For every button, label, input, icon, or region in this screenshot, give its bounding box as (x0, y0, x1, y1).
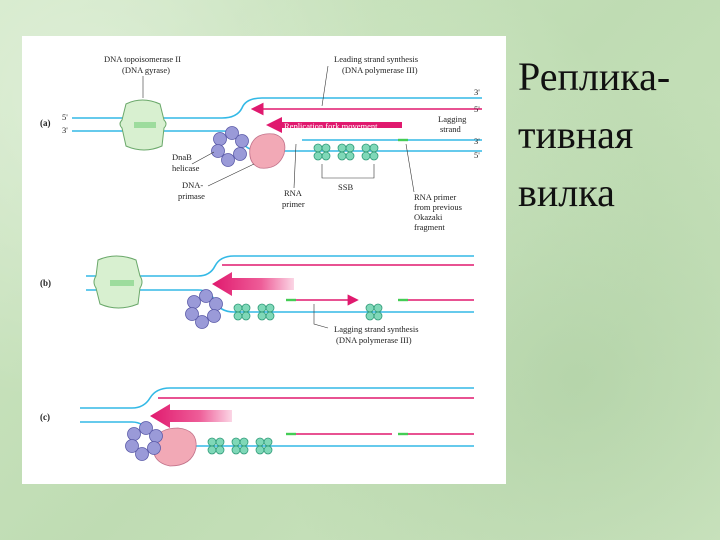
dnab-helicase (211, 126, 249, 167)
leading-synthesis-label-1: Leading strand synthesis (334, 54, 418, 64)
lagging-label-2: strand (440, 124, 462, 134)
prev-primer-leader (405, 143, 415, 193)
replication-fork-figure: (a) 5' 3' Replication fork movement (22, 36, 506, 484)
prev-primer-label-3: Okazaki (414, 212, 443, 222)
fork-movement-arrow-c (150, 404, 232, 428)
dnab-leader (191, 151, 215, 165)
end-label-5-prime: 5' (62, 112, 68, 122)
ssb-bracket (321, 164, 375, 179)
slide-title: Реплика- тивная вилка (518, 48, 713, 222)
slide-title-line-3: вилка (518, 170, 615, 215)
dnab-helicase-c (125, 421, 163, 461)
dnab-helicase-b (185, 289, 223, 329)
panel-c-label: (c) (40, 412, 50, 422)
end-label-a-2: 5' (474, 104, 480, 114)
topoisomerase-label-1: DNA topoisomerase II (104, 54, 181, 64)
slide-title-line-2: тивная (518, 112, 634, 157)
fork-movement-arrow-b (212, 272, 294, 296)
lagging-synthesis-label-1: Lagging strand synthesis (334, 324, 419, 334)
ssb-label: SSB (338, 182, 353, 192)
prev-primer-label-2: from previous (414, 202, 462, 212)
panel-b: (b) (40, 255, 474, 345)
slide-title-line-1: Реплика- (518, 54, 671, 99)
end-label-a-3: 3' (474, 136, 480, 146)
dnab-label-2: helicase (172, 163, 200, 173)
panel-a: (a) 5' 3' Replication fork movement (40, 54, 482, 232)
panel-b-label: (b) (40, 278, 51, 288)
leading-template-strand-b (197, 255, 474, 277)
dna-primase-shape-c (152, 427, 197, 467)
dnab-label-1: DnaB (172, 152, 192, 162)
ssb-proteins-c (207, 437, 273, 455)
dna-gyrase-core-b (110, 280, 134, 286)
ssb-proteins-b (233, 303, 383, 321)
ssb-proteins-a (313, 143, 379, 161)
topoisomerase-label-2: (DNA gyrase) (122, 65, 170, 75)
fork-movement-arrow (266, 117, 402, 133)
end-label-a-1: 3' (474, 87, 480, 97)
primase-label-1: DNA- (182, 180, 203, 190)
leading-leader (321, 65, 329, 107)
leading-synthesis-label-2: (DNA polymerase III) (342, 65, 418, 75)
lagging-synthesis-leader (313, 304, 329, 329)
primase-leader (207, 163, 255, 187)
lagging-synthesis-label-2: (DNA polymerase III) (336, 335, 412, 345)
end-label-a-4: 5' (474, 150, 480, 160)
prev-primer-label-1: RNA primer (414, 192, 456, 202)
leading-template-strand-c (131, 387, 474, 409)
dna-gyrase-core (134, 122, 156, 128)
end-label-3-prime: 3' (62, 125, 68, 135)
dna-primase-shape (249, 133, 286, 169)
lagging-label-1: Lagging (438, 114, 467, 124)
replication-fork-diagram: (a) 5' 3' Replication fork movement (40, 54, 482, 467)
rna-primer-label-1: RNA (284, 188, 303, 198)
rna-primer-leader (293, 143, 297, 189)
rna-primer-label-2: primer (282, 199, 305, 209)
prev-primer-label-4: fragment (414, 222, 445, 232)
fork-movement-label: Replication fork movement (284, 121, 378, 131)
leading-template-strand (221, 97, 482, 119)
panel-a-label: (a) (40, 118, 51, 128)
primase-label-2: primase (178, 191, 205, 201)
panel-c: (c) (40, 387, 474, 467)
